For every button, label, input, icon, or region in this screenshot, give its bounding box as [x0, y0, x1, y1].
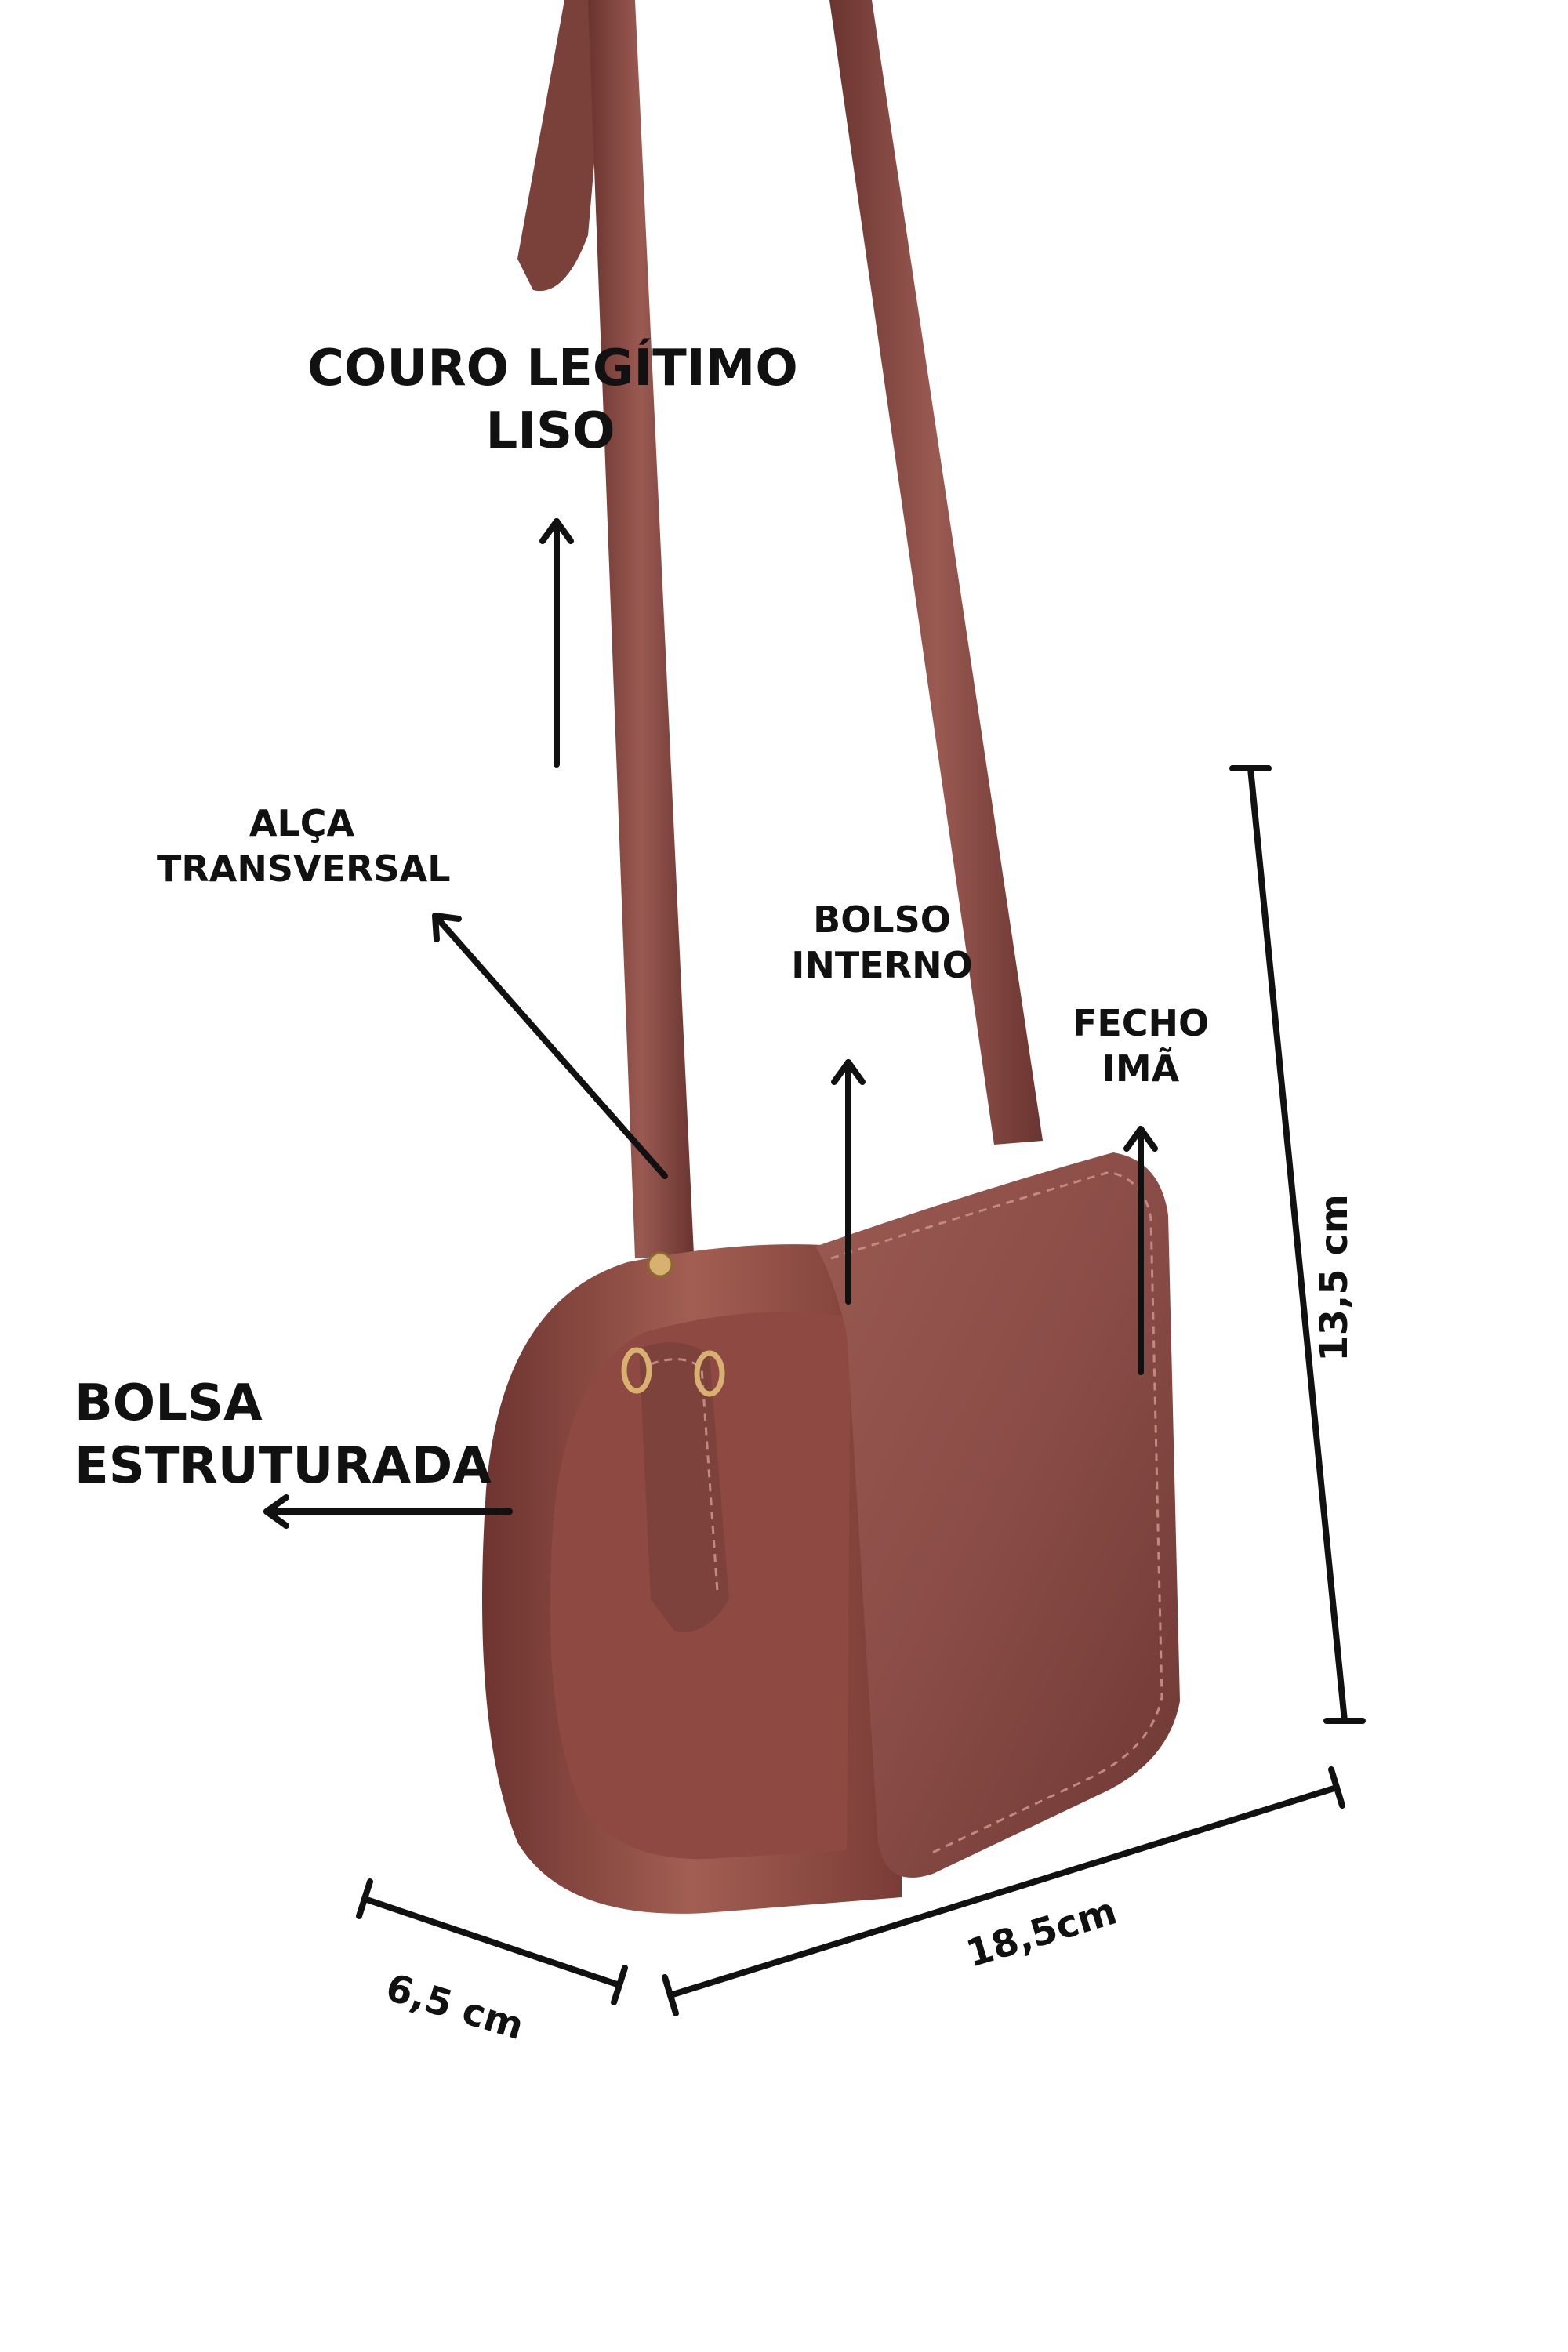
dim-width-line: [667, 1784, 1340, 1998]
strap-front: [588, 0, 694, 1258]
dim-depth-line: [361, 1896, 622, 1988]
d-ring-right: [694, 1350, 725, 1397]
label-clasp: FECHO IMÃ: [1072, 1002, 1210, 1090]
bag-flap: [815, 1152, 1180, 1878]
strap-loop: [517, 0, 608, 292]
strap-tab: [639, 1342, 729, 1632]
arrow-strap: [432, 913, 668, 1179]
d-ring-left: [621, 1347, 652, 1394]
label-structure: BOLSA ESTRUTURADA: [74, 1374, 492, 1495]
dim-height-label: 13,5 cm: [1312, 1194, 1356, 1362]
dim-height-line: [1247, 765, 1348, 1724]
strap-back: [829, 0, 1043, 1145]
label-strap: ALÇA TRANSVERSAL: [157, 802, 451, 890]
label-material: COURO LEGÍTIMO LISO: [307, 339, 798, 460]
rivet: [647, 1251, 673, 1278]
label-pocket: BOLSO INTERNO: [791, 898, 973, 986]
